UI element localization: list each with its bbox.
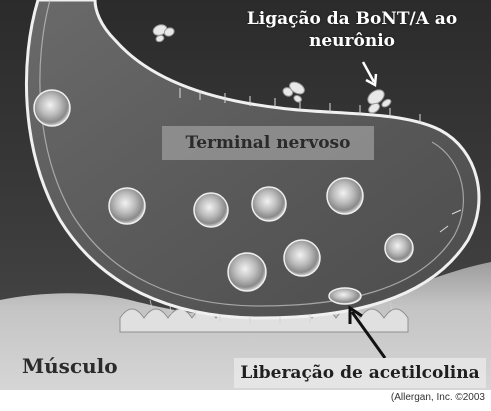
bont-binding-label: Ligação da BoNT/A ao neurônio	[228, 8, 476, 52]
vesicle	[228, 253, 266, 291]
bont-label-line-2: neurônio	[228, 30, 476, 52]
neuromuscular-junction-diagram	[0, 0, 491, 390]
bont-label-line-1: Ligação da BoNT/A ao	[228, 8, 476, 30]
nerve-terminal-label: Terminal nervoso	[162, 126, 374, 160]
copyright-notice: (Allergan, Inc. ©2003	[391, 392, 485, 403]
muscle-label: Músculo	[22, 354, 118, 378]
acetylcholine-release-label: Liberação de acetilcolina	[234, 358, 486, 388]
fusing-vesicle	[329, 288, 361, 304]
vesicle	[109, 188, 145, 224]
vesicle	[327, 178, 363, 214]
vesicle	[252, 187, 286, 221]
vesicle	[284, 240, 320, 276]
vesicle	[385, 234, 413, 262]
vesicle	[194, 193, 228, 227]
vesicle	[34, 90, 70, 126]
